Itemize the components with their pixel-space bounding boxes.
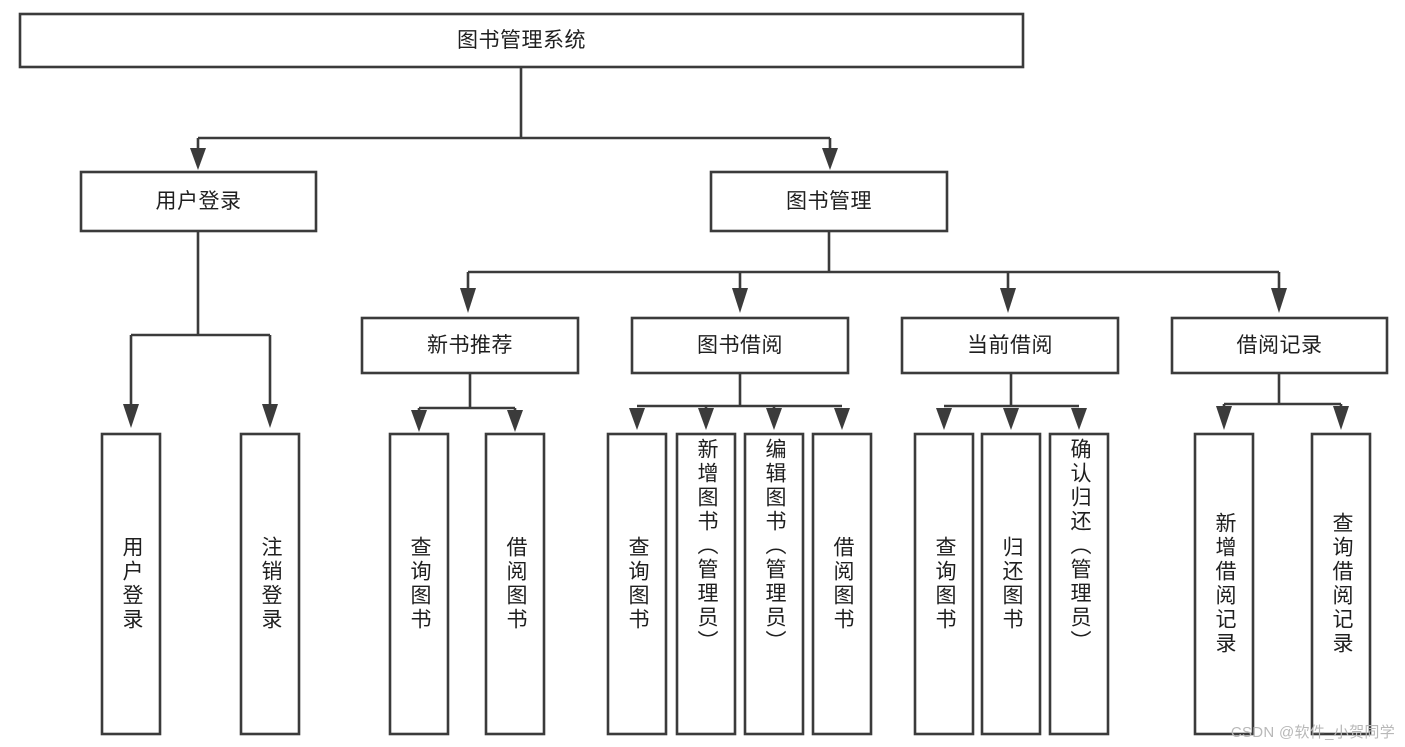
arrow-head-leaf-return-book xyxy=(1003,408,1019,430)
arrow-head-leaf-edit-book xyxy=(766,408,782,430)
node-box-leaf-query-book-2[interactable] xyxy=(606,432,668,736)
node-box-leaf-user-logout[interactable] xyxy=(239,432,301,736)
arrow-head-leaf-borrow-book-2 xyxy=(834,408,850,430)
node-box-leaf-user-login[interactable] xyxy=(100,432,162,736)
node-box-current-borrow[interactable] xyxy=(900,316,1120,375)
arrow-head-leaf-user-logout xyxy=(262,404,278,428)
node-box-leaf-confirm-return[interactable] xyxy=(1048,432,1110,736)
arrow-head-book-borrow xyxy=(732,288,748,313)
arrow-head-leaf-add-record xyxy=(1216,406,1232,430)
node-box-book-borrow[interactable] xyxy=(630,316,850,375)
node-box-leaf-query-record[interactable] xyxy=(1310,432,1372,736)
arrow-head-leaf-user-login xyxy=(123,404,139,428)
node-box-book-manage[interactable] xyxy=(709,170,949,233)
arrow-head-book-manage xyxy=(822,148,838,170)
watermark-text: CSDN @软件_小贺同学 xyxy=(1230,724,1395,741)
node-box-leaf-query-book-1[interactable] xyxy=(388,432,450,736)
arrow-head-leaf-query-record xyxy=(1333,406,1349,430)
arrow-head-leaf-query-book-2 xyxy=(629,408,645,430)
arrow-head-leaf-query-book-1 xyxy=(411,410,427,432)
arrow-head-user-login xyxy=(190,148,206,170)
node-box-leaf-edit-book[interactable] xyxy=(743,432,805,736)
arrow-head-current-borrow xyxy=(1000,288,1016,313)
node-box-leaf-borrow-book-1[interactable] xyxy=(484,432,546,736)
node-box-new-book-recommend[interactable] xyxy=(360,316,580,375)
node-box-leaf-add-book[interactable] xyxy=(675,432,737,736)
arrow-head-new-book-recommend xyxy=(460,288,476,313)
arrow-head-borrow-record xyxy=(1271,288,1287,313)
arrow-head-leaf-add-book xyxy=(698,408,714,430)
node-box-root[interactable] xyxy=(18,12,1025,69)
arrow-head-leaf-query-book-3 xyxy=(936,408,952,430)
arrow-head-leaf-borrow-book-1 xyxy=(507,410,523,432)
arrow-head-leaf-confirm-return xyxy=(1071,408,1087,430)
node-box-borrow-record[interactable] xyxy=(1170,316,1389,375)
node-box-leaf-add-record[interactable] xyxy=(1193,432,1255,736)
node-box-leaf-borrow-book-2[interactable] xyxy=(811,432,873,736)
node-box-leaf-query-book-3[interactable] xyxy=(913,432,975,736)
node-box-leaf-return-book[interactable] xyxy=(980,432,1042,736)
node-box-user-login[interactable] xyxy=(79,170,318,233)
